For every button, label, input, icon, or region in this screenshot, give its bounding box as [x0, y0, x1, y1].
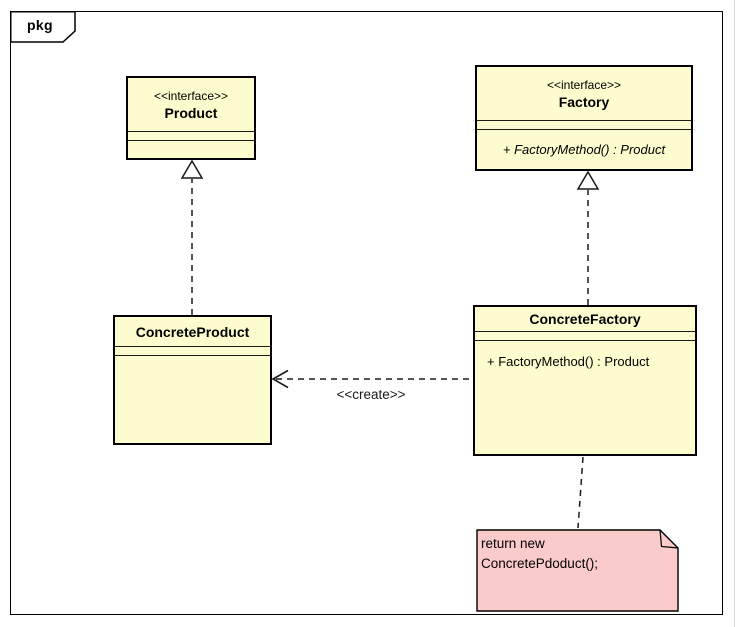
class-product-stereotype: <<interface>>	[153, 88, 229, 103]
package-tab-shape	[10, 11, 76, 43]
concrete-factory-method-operation: + FactoryMethod() : Product	[487, 354, 650, 369]
class-concrete-product-header: ConcreteProduct	[115, 317, 270, 346]
class-product-attributes	[128, 131, 254, 140]
class-factory-stereotype: <<interface>>	[546, 77, 622, 92]
class-product[interactable]: <<interface>> Product	[126, 76, 256, 160]
class-concrete-product-attributes	[115, 346, 270, 355]
class-product-header: <<interface>> Product	[128, 78, 254, 131]
class-concrete-factory-name: ConcreteFactory	[529, 311, 641, 327]
class-concrete-factory-attributes	[475, 331, 695, 340]
class-factory-attributes	[477, 120, 691, 129]
package-frame	[10, 11, 723, 615]
note-text-line1: return new	[481, 536, 545, 551]
class-concrete-factory-operations: + FactoryMethod() : Product	[475, 340, 695, 454]
class-factory-operations: + FactoryMethod() : Product	[477, 129, 691, 169]
note-text: return new ConcretePdoduct();	[481, 534, 661, 574]
class-product-name: Product	[164, 104, 218, 121]
class-concrete-product[interactable]: ConcreteProduct	[113, 315, 272, 445]
factory-method-operation: + FactoryMethod() : Product	[502, 142, 666, 157]
class-factory-name: Factory	[558, 93, 610, 110]
class-factory[interactable]: <<interface>> Factory + FactoryMethod() …	[475, 65, 693, 171]
class-concrete-product-name: ConcreteProduct	[135, 323, 250, 340]
package-label: pkg	[27, 17, 53, 33]
create-dependency-label: <<create>>	[336, 387, 406, 402]
note-text-line2: ConcretePdoduct();	[481, 556, 599, 571]
class-factory-header: <<interface>> Factory	[477, 67, 691, 120]
class-product-operations	[128, 140, 254, 158]
class-concrete-factory[interactable]: ConcreteFactory + FactoryMethod() : Prod…	[473, 305, 697, 456]
class-concrete-product-operations	[115, 355, 270, 443]
class-concrete-factory-header: ConcreteFactory	[475, 307, 695, 331]
note[interactable]	[476, 529, 680, 612]
